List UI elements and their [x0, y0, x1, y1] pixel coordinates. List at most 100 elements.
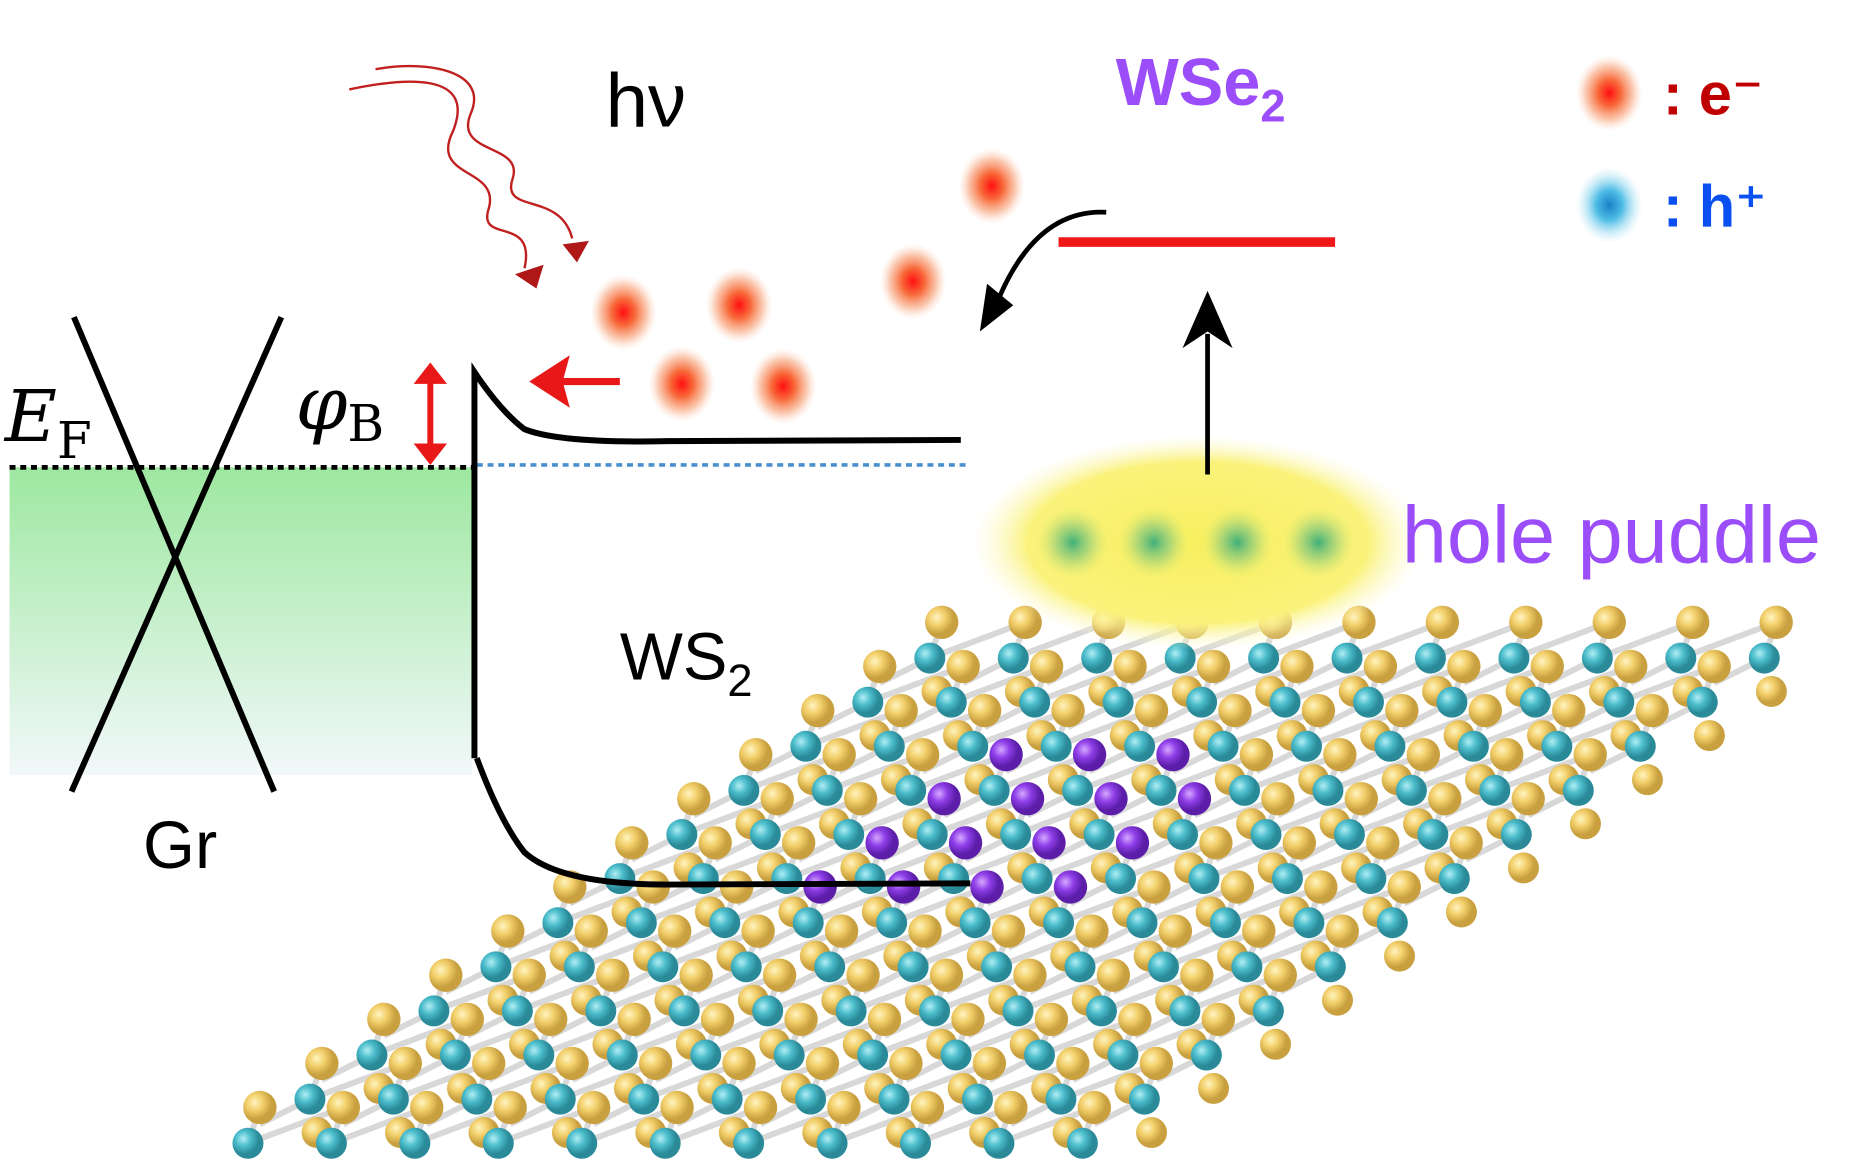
- tungsten-atom: [1271, 863, 1303, 895]
- selenium-atom: [1010, 782, 1045, 816]
- tungsten-atom: [997, 642, 1029, 674]
- selenium-atom: [1053, 870, 1088, 904]
- tungsten-atom: [461, 1083, 493, 1115]
- sulfur-atom: [1325, 914, 1359, 948]
- tungsten-atom: [1081, 642, 1113, 674]
- sulfur-atom: [884, 693, 918, 728]
- sulfur-atom: [1239, 737, 1274, 772]
- sulfur-atom: [1139, 1046, 1173, 1081]
- selenium-atom: [1072, 737, 1107, 772]
- barrier-height-label: φB: [296, 361, 385, 453]
- tungsten-atom: [959, 907, 991, 939]
- sulfur-atom: [679, 958, 713, 992]
- sulfur-atom: [1759, 605, 1793, 640]
- tungsten-atom: [1167, 819, 1199, 851]
- excitation-arrow-head: [1182, 290, 1233, 349]
- tungsten-atom: [752, 995, 784, 1027]
- tungsten-atom: [1500, 819, 1532, 851]
- sulfur-atom: [700, 1002, 735, 1036]
- tungsten-atom: [1355, 863, 1387, 895]
- tungsten-atom: [1314, 951, 1346, 983]
- sulfur-atom: [491, 914, 525, 948]
- barrier-height-arrow: [413, 362, 448, 465]
- tungsten-atom: [771, 863, 803, 895]
- tungsten-atom: [833, 819, 865, 851]
- tungsten-atom: [604, 863, 636, 895]
- sulfur-atom: [1075, 914, 1109, 948]
- tungsten-atom: [1066, 1127, 1098, 1159]
- tungsten-atom: [566, 1127, 598, 1159]
- sulfur-atom: [615, 826, 649, 860]
- tungsten-atom: [377, 1083, 409, 1115]
- electron-icon: [879, 243, 947, 320]
- curved-arrow: [996, 209, 1107, 300]
- selenium-atom: [989, 737, 1023, 772]
- sulfur-atom: [1363, 649, 1398, 684]
- tungsten-atom: [563, 951, 595, 983]
- sulfur-atom: [1180, 958, 1214, 992]
- photon-wave-icon: [349, 64, 574, 269]
- hole-icon: [1282, 506, 1355, 579]
- sulfur-atom: [243, 1090, 277, 1125]
- tungsten-atom: [792, 907, 824, 939]
- selenium-atom: [1177, 782, 1212, 816]
- tungsten-atom: [1102, 686, 1134, 718]
- tungsten-atom: [418, 995, 450, 1027]
- sulfur-atom: [367, 1002, 401, 1036]
- sulfur-atom: [889, 1046, 923, 1081]
- electron-icon: [590, 274, 657, 351]
- sulfur-atom: [805, 1046, 840, 1081]
- sulfur-atom: [326, 1090, 361, 1125]
- tungsten-atom: [795, 1083, 827, 1115]
- sulfur-atom: [677, 782, 711, 816]
- tungsten-atom: [1186, 686, 1218, 718]
- sulfur-atom: [822, 737, 856, 772]
- sulfur-atom: [867, 1002, 902, 1036]
- sulfur-atom: [1263, 958, 1297, 992]
- sulfur-atom: [617, 1002, 651, 1036]
- tungsten-atom: [356, 1039, 388, 1071]
- sulfur-atom: [1134, 693, 1169, 728]
- tungsten-atom: [1064, 951, 1096, 983]
- tungsten-atom: [649, 1127, 681, 1159]
- tungsten-atom: [1374, 730, 1406, 762]
- tungsten-atom: [1748, 642, 1780, 674]
- conduction-band-edge: [471, 362, 961, 759]
- tungsten-atom: [687, 863, 719, 895]
- sulfur-atom: [1051, 693, 1085, 728]
- sulfur-atom: [1592, 605, 1626, 640]
- selenium-atom: [927, 782, 961, 816]
- sulfur-atom: [762, 958, 797, 992]
- hole-puddle-label: hole puddle: [1402, 491, 1821, 581]
- ws2-label: WS2: [620, 621, 753, 707]
- sulfur-atom: [1137, 870, 1171, 904]
- tungsten-atom: [914, 642, 946, 674]
- tungsten-atom: [399, 1127, 431, 1159]
- tungsten-atom: [709, 907, 741, 939]
- electron-icon: [958, 147, 1026, 225]
- sulfur-atom: [512, 958, 546, 992]
- sulfur-atom: [1383, 940, 1415, 972]
- sulfur-atom: [1490, 737, 1524, 772]
- sulfur-atom: [925, 605, 959, 640]
- tungsten-atom: [666, 819, 698, 851]
- tungsten-atom: [1498, 642, 1530, 674]
- tungsten-atom: [878, 1083, 910, 1115]
- tungsten-atom: [935, 686, 967, 718]
- sulfur-atom: [1304, 870, 1338, 904]
- tungsten-atom: [876, 907, 908, 939]
- tungsten-atom: [835, 995, 867, 1027]
- curved-arrow-head: [979, 283, 1014, 332]
- legend-electron-label: e⁻: [1699, 61, 1764, 128]
- tungsten-atom: [814, 951, 846, 983]
- legend-electron-sep: :: [1663, 61, 1683, 128]
- sulfur-atom: [1511, 782, 1545, 816]
- dirac-cone-line: [68, 315, 285, 793]
- sulfur-atom: [781, 826, 816, 860]
- sulfur-atom: [1118, 1002, 1152, 1036]
- tungsten-atom: [1269, 686, 1301, 718]
- tungsten-atom: [1107, 1039, 1139, 1071]
- sulfur-atom: [1113, 649, 1147, 684]
- tungsten-atom: [873, 730, 905, 762]
- sulfur-atom: [784, 1002, 818, 1036]
